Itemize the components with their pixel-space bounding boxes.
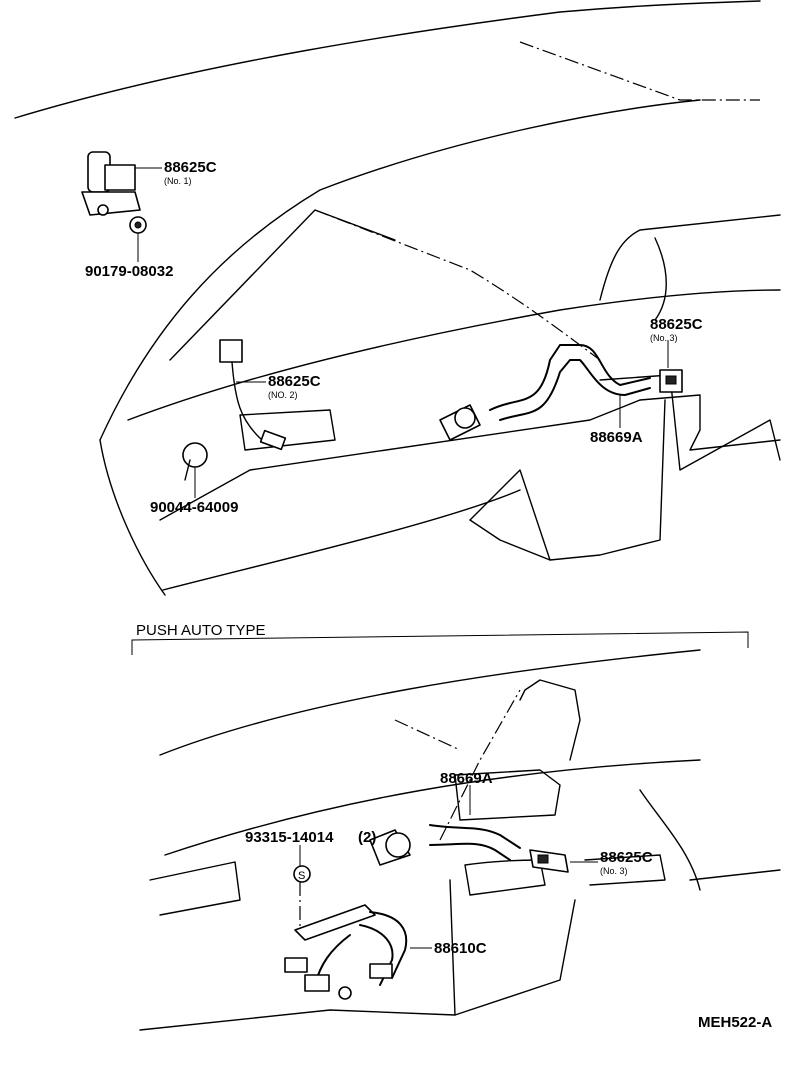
clip-90044-part bbox=[182, 442, 208, 481]
callout-88625c-no2: 88625C (NO. 2) bbox=[268, 373, 321, 400]
callout-88669a-bottom: 88669A bbox=[440, 770, 493, 787]
clip-90179-part bbox=[129, 216, 147, 234]
part-number-label: 93315-14014 bbox=[245, 829, 334, 846]
part-note-label: (NO. 2) bbox=[268, 390, 298, 400]
callout-88625c-no3-top: 88625C (No. 3) bbox=[650, 316, 703, 343]
part-note-label: (No. 3) bbox=[650, 333, 678, 343]
s-mark: S bbox=[293, 865, 311, 883]
actuator-no2-part bbox=[219, 339, 287, 451]
part-note-label: (No. 3) bbox=[600, 866, 628, 876]
push-auto-type-section: PUSH AUTO TYPE bbox=[131, 622, 749, 655]
s-mark-label: S bbox=[298, 870, 305, 882]
part-qty-label: (2) bbox=[358, 829, 376, 846]
part-number-label: 88625C bbox=[650, 316, 703, 333]
actuator-no1-part bbox=[81, 151, 141, 216]
actuator-no3-top-part bbox=[659, 369, 683, 393]
top-leaders bbox=[135, 167, 669, 498]
part-number-label: 88625C bbox=[164, 159, 217, 176]
diagram-code: MEH522-A bbox=[698, 1014, 772, 1031]
section-title: PUSH AUTO TYPE bbox=[136, 622, 266, 639]
harness-88610c-part bbox=[284, 904, 408, 1000]
top-car-body bbox=[14, 0, 781, 596]
callout-93315-14014: 93315-14014 (2) bbox=[245, 829, 376, 846]
callout-88625c-no3-bottom: 88625C (No. 3) bbox=[600, 849, 653, 876]
callout-88625c-no1: 88625C (No. 1) bbox=[164, 159, 217, 186]
part-number-label: 88625C bbox=[268, 373, 321, 390]
bottom-leaders bbox=[299, 785, 598, 949]
actuator-no3-bottom-part bbox=[529, 849, 569, 873]
hose-88669a-top-part bbox=[439, 344, 651, 441]
part-number-label: 88625C bbox=[600, 849, 653, 866]
bottom-car-body bbox=[139, 649, 781, 1031]
callout-88610c: 88610C bbox=[434, 940, 487, 957]
part-note-label: (No. 1) bbox=[164, 176, 192, 186]
callout-90179-08032: 90179-08032 bbox=[85, 263, 173, 280]
callout-90044-64009: 90044-64009 bbox=[150, 499, 238, 516]
callout-88669a-top: 88669A bbox=[590, 429, 643, 446]
hose-88669a-bottom-part bbox=[369, 824, 521, 866]
